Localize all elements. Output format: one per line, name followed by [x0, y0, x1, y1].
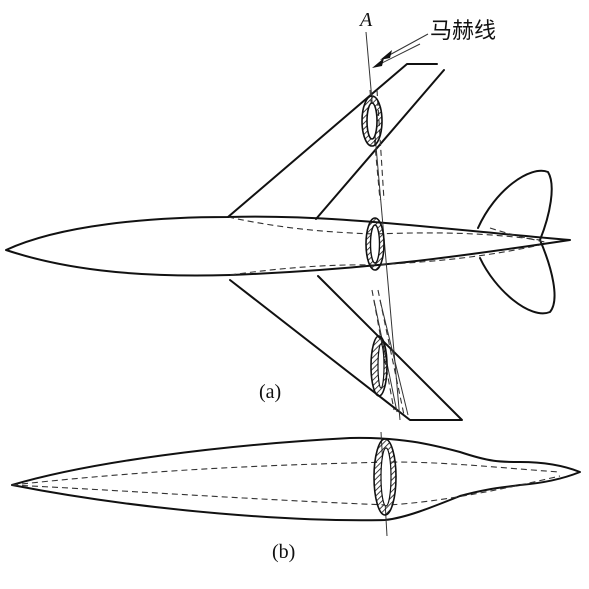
fuselage-section-lines	[227, 216, 541, 241]
tail-fin-root	[489, 227, 546, 243]
body-dashed-section-upper	[11, 461, 561, 486]
area-ruled-body: (b)	[11, 431, 581, 563]
body-outline	[11, 436, 581, 522]
mach-line-label: 马赫线	[430, 19, 496, 44]
lower-wing	[229, 275, 463, 421]
tail-fin	[477, 169, 556, 315]
wing-section-lower-inner	[377, 343, 385, 389]
arrow-head-2	[372, 58, 384, 68]
body-section-inner	[380, 447, 392, 507]
axis-letter-label: A	[358, 9, 373, 31]
aircraft-planform: A 马赫线 (a)	[5, 9, 571, 421]
body-dashed-section-lower	[11, 475, 561, 506]
wing-section-upper-inner	[366, 102, 378, 140]
mach-line-arrows	[375, 33, 429, 67]
figure-b-label: (b)	[272, 541, 295, 563]
figure-a-label: (a)	[259, 381, 281, 403]
arrow-head-1	[380, 50, 392, 60]
fuselage-outline	[5, 215, 571, 277]
fuselage-section-inner	[369, 224, 381, 264]
upper-wing	[227, 63, 445, 220]
